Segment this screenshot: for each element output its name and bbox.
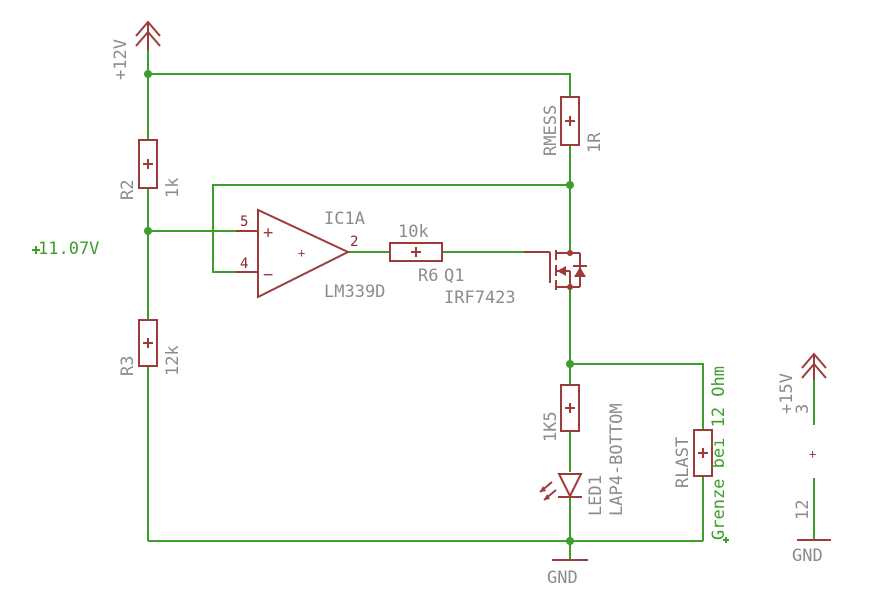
resistor-rlast[interactable]: RLAST Grenze bei 12 Ohm bbox=[673, 366, 729, 543]
led-name: LED1 bbox=[586, 475, 606, 516]
resistor-rmess[interactable]: RMESS 1R bbox=[541, 96, 605, 156]
gnd-main-label: GND bbox=[547, 568, 578, 588]
gnd-right-label: GND bbox=[792, 546, 823, 566]
arrow-head bbox=[544, 494, 550, 500]
pin-out-number: 2 bbox=[350, 234, 358, 250]
ground-main[interactable]: GND bbox=[547, 559, 588, 588]
junctions bbox=[144, 70, 574, 545]
arrow-head bbox=[540, 486, 546, 492]
resistor-body bbox=[138, 139, 158, 189]
led-triangle-icon bbox=[557, 473, 583, 499]
q1-name: Q1 bbox=[444, 266, 464, 286]
opamp-plus-sign: + bbox=[263, 223, 273, 243]
rlast-name: RLAST bbox=[673, 437, 693, 488]
mosfet-q1[interactable]: Q1 IRF7423 bbox=[444, 250, 587, 308]
opamp-triangle bbox=[257, 208, 351, 299]
resistor-body bbox=[138, 319, 158, 367]
resistor-body bbox=[389, 242, 443, 262]
body-diode-icon bbox=[574, 267, 586, 277]
q1-part: IRF7423 bbox=[444, 288, 516, 308]
resistor-r6[interactable]: 10k R6 bbox=[389, 222, 443, 286]
led-package: LAP4-BOTTOM bbox=[607, 403, 627, 516]
opamp-ic1a[interactable]: + − 5 4 2 + IC1A LM339D bbox=[236, 208, 385, 302]
opamp-center-mark: + bbox=[298, 246, 305, 260]
resistor-body bbox=[560, 384, 580, 432]
junction-dot bbox=[566, 360, 574, 368]
junction-dot bbox=[144, 227, 152, 235]
supply-12v-label: +12V bbox=[111, 39, 131, 80]
supply-15v-label: +15V bbox=[777, 373, 797, 414]
wire-top-rail bbox=[147, 50, 571, 97]
voltage-label: 11.07V bbox=[38, 239, 99, 259]
opamp-part: LM339D bbox=[324, 282, 385, 302]
rmess-value: 1R bbox=[585, 132, 605, 153]
r2-name: R2 bbox=[118, 180, 138, 200]
mosfet-dot bbox=[567, 250, 573, 256]
led-led1[interactable]: LED1 LAP4-BOTTOM bbox=[539, 403, 627, 516]
supply-15v-pin-top: 3 bbox=[793, 404, 813, 414]
pin-minus-number: 4 bbox=[240, 256, 248, 272]
supply-15v-pin-bottom: 12 bbox=[793, 500, 813, 520]
rlast-note: Grenze bei 12 Ohm bbox=[709, 366, 729, 540]
supply-center-mark: + bbox=[809, 447, 816, 461]
wires bbox=[147, 50, 815, 560]
led-resistor-value: 1K5 bbox=[541, 411, 561, 442]
resistor-r2[interactable]: R2 1k bbox=[118, 139, 183, 200]
opamp-minus-sign: − bbox=[263, 265, 273, 285]
supply-15v[interactable]: +15V 3 + 12 GND bbox=[777, 352, 831, 566]
wire-to-rlast bbox=[570, 363, 704, 430]
r6-value: 10k bbox=[398, 222, 429, 242]
supply-12v[interactable]: +12V bbox=[111, 20, 161, 80]
junction-dot bbox=[566, 181, 574, 189]
resistor-body bbox=[560, 96, 580, 146]
body-arrow-icon bbox=[557, 266, 566, 276]
r2-value: 1k bbox=[163, 178, 183, 198]
pin-plus-number: 5 bbox=[240, 214, 248, 230]
junction-dot bbox=[566, 537, 574, 545]
wire-sense-minus bbox=[212, 145, 571, 273]
resistor-1k5[interactable]: 1K5 bbox=[541, 384, 580, 442]
rmess-name: RMESS bbox=[541, 105, 561, 156]
junction-dot bbox=[144, 70, 152, 78]
r6-name: R6 bbox=[418, 266, 438, 286]
r3-value: 12k bbox=[163, 345, 183, 376]
resistor-body bbox=[693, 429, 713, 477]
mosfet-dot bbox=[567, 284, 573, 290]
opamp-name: IC1A bbox=[324, 209, 365, 229]
voltage-annotation: 11.07V bbox=[32, 239, 99, 259]
resistor-r3[interactable]: R3 12k bbox=[118, 319, 183, 376]
r3-name: R3 bbox=[118, 356, 138, 376]
